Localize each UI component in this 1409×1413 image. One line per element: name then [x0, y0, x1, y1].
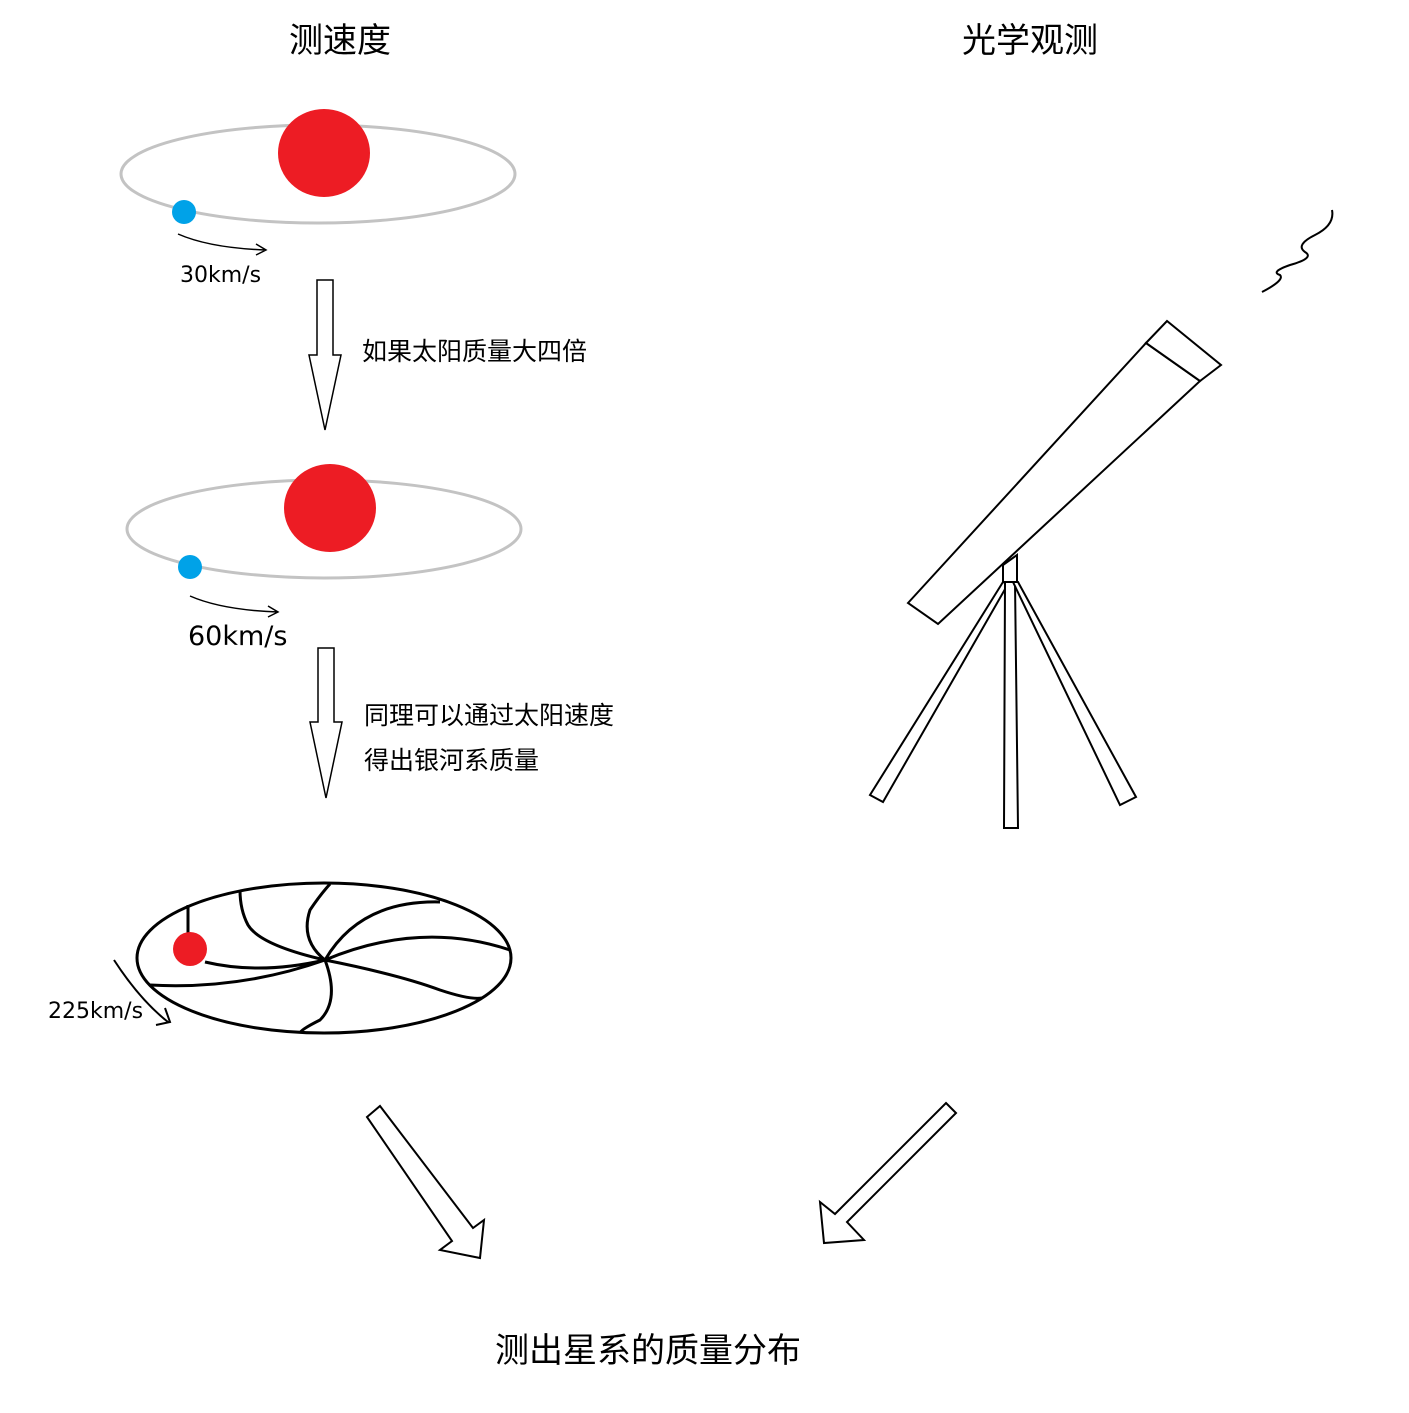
- telescope-leg-middle: [1002, 581, 1020, 829]
- diagonal-arrow-right: [818, 1101, 958, 1245]
- step2-text-line2: 得出银河系质量: [364, 746, 539, 775]
- motion-arrow: [177, 233, 268, 256]
- speed-label-3: 225km/s: [48, 999, 143, 1024]
- galaxy-rotation-arrow: [113, 959, 172, 1026]
- speed-label-2: 60km/s: [188, 621, 287, 652]
- galaxy: [135, 881, 513, 1035]
- planet: [172, 200, 196, 224]
- telescope-cap: [1144, 319, 1223, 383]
- conclusion-text: 测出星系的质量分布: [495, 1331, 801, 1371]
- sun: [278, 109, 370, 197]
- down-arrow-2: [309, 647, 343, 799]
- telescope-leg-right: [1011, 581, 1138, 807]
- down-arrow-1: [308, 279, 342, 431]
- light-wave-icon: [1261, 209, 1334, 293]
- telescope-tube: [906, 341, 1202, 626]
- telescope-mount: [1002, 553, 1018, 583]
- title-optical-observation: 光学观测: [962, 21, 1098, 61]
- step2-text-line1: 同理可以通过太阳速度: [364, 701, 614, 730]
- title-measure-speed: 测速度: [289, 21, 391, 61]
- diagonal-arrow-left: [365, 1104, 486, 1260]
- solar-system-1: 30km/s: [119, 109, 517, 288]
- spiral-arms: [149, 882, 511, 1034]
- sun: [284, 464, 376, 552]
- galaxy-disk: [135, 881, 513, 1035]
- motion-arrow: [189, 595, 280, 618]
- speed-label-1: 30km/s: [180, 263, 261, 288]
- sun-in-galaxy: [173, 932, 207, 966]
- telescope: [868, 319, 1223, 829]
- step1-text: 如果太阳质量大四倍: [362, 337, 587, 366]
- solar-system-2: 60km/s: [125, 464, 523, 652]
- planet: [178, 555, 202, 579]
